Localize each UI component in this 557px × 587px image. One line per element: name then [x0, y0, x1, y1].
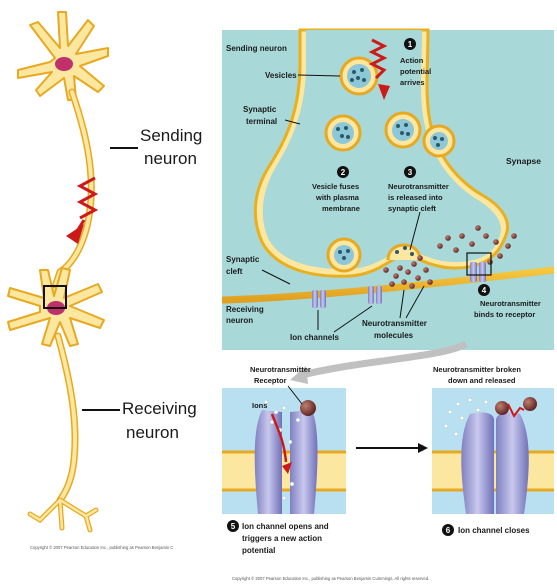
vesicle-icon — [386, 113, 420, 147]
label-synaptic-cleft-1: Synaptic — [226, 255, 260, 264]
label-nt-molecules-1: Neurotransmitter — [362, 319, 427, 328]
svg-text:Neurotransmitter: Neurotransmitter — [480, 299, 541, 308]
copyright-left: Copyright © 2007 Pearson Education Inc.,… — [30, 545, 173, 550]
svg-text:Ion channel opens and: Ion channel opens and — [242, 522, 329, 531]
nt-fragment-icon — [523, 397, 537, 411]
svg-text:is released into: is released into — [388, 193, 443, 202]
svg-text:membrane: membrane — [322, 204, 360, 213]
svg-text:potential: potential — [242, 546, 275, 555]
svg-text:Action: Action — [400, 56, 424, 65]
sending-neuron-illustration — [18, 12, 108, 297]
receiving-neuron-label-line2: neuron — [126, 423, 179, 442]
label-nt-receptor-2: Receptor — [254, 376, 287, 385]
svg-text:4: 4 — [482, 286, 487, 295]
sending-neuron-label-line1: Sending — [140, 126, 202, 145]
label-synaptic-cleft-2: cleft — [226, 267, 243, 276]
label-synaptic-terminal-2: terminal — [246, 117, 277, 126]
svg-text:1: 1 — [408, 40, 413, 49]
vesicle-releasing-icon — [388, 245, 420, 260]
neurotransmitter-icon — [300, 400, 316, 416]
svg-text:Vesicle fuses: Vesicle fuses — [312, 182, 359, 191]
svg-text:6: 6 — [446, 526, 451, 535]
arrow-right-icon — [418, 443, 428, 453]
nt-fragment-icon — [495, 401, 509, 415]
svg-text:arrives: arrives — [400, 78, 425, 87]
label-vesicles: Vesicles — [265, 71, 297, 80]
label-synapse: Synapse — [506, 156, 541, 166]
label-ion-channels: Ion channels — [290, 333, 339, 342]
label-receiving-neuron-2: neuron — [226, 316, 253, 325]
label-nt-broken-1: Neurotransmitter broken — [433, 365, 521, 374]
copyright-bottom: Copyright © 2007 Pearson Education Inc.,… — [232, 576, 429, 581]
sending-neuron-label-line2: neuron — [144, 149, 197, 168]
svg-text:binds to receptor: binds to receptor — [474, 310, 535, 319]
receiving-neuron-label-line1: Receiving — [122, 399, 197, 418]
vesicle-icon — [424, 126, 454, 156]
svg-text:Ion channel closes: Ion channel closes — [458, 526, 530, 535]
label-receiving-neuron-1: Receiving — [226, 305, 264, 314]
svg-text:triggers a new action: triggers a new action — [242, 534, 322, 543]
svg-text:with plasma: with plasma — [315, 193, 360, 202]
vesicle-icon — [326, 116, 360, 150]
nucleus-icon — [55, 57, 73, 71]
label-nt-receptor-1: Neurotransmitter — [250, 365, 311, 374]
label-synaptic-terminal-1: Synaptic — [243, 105, 277, 114]
svg-text:Neurotransmitter: Neurotransmitter — [388, 182, 449, 191]
svg-text:5: 5 — [231, 522, 236, 531]
step-6: 6 Ion channel closes — [442, 524, 530, 536]
panel-channel-closed — [432, 388, 554, 514]
panel-channel-open — [222, 388, 346, 514]
vesicle-fusing-icon — [328, 239, 360, 271]
svg-text:2: 2 — [341, 168, 346, 177]
svg-text:potential: potential — [400, 67, 431, 76]
label-nt-broken-2: down and released — [448, 376, 516, 385]
label-sending-neuron: Sending neuron — [226, 44, 287, 53]
step-5: 5 Ion channel opens and triggers a new a… — [227, 520, 329, 555]
label-ions: Ions — [252, 401, 267, 410]
svg-text:synaptic cleft: synaptic cleft — [388, 204, 436, 213]
label-nt-molecules-2: molecules — [374, 331, 414, 340]
svg-text:3: 3 — [408, 168, 413, 177]
